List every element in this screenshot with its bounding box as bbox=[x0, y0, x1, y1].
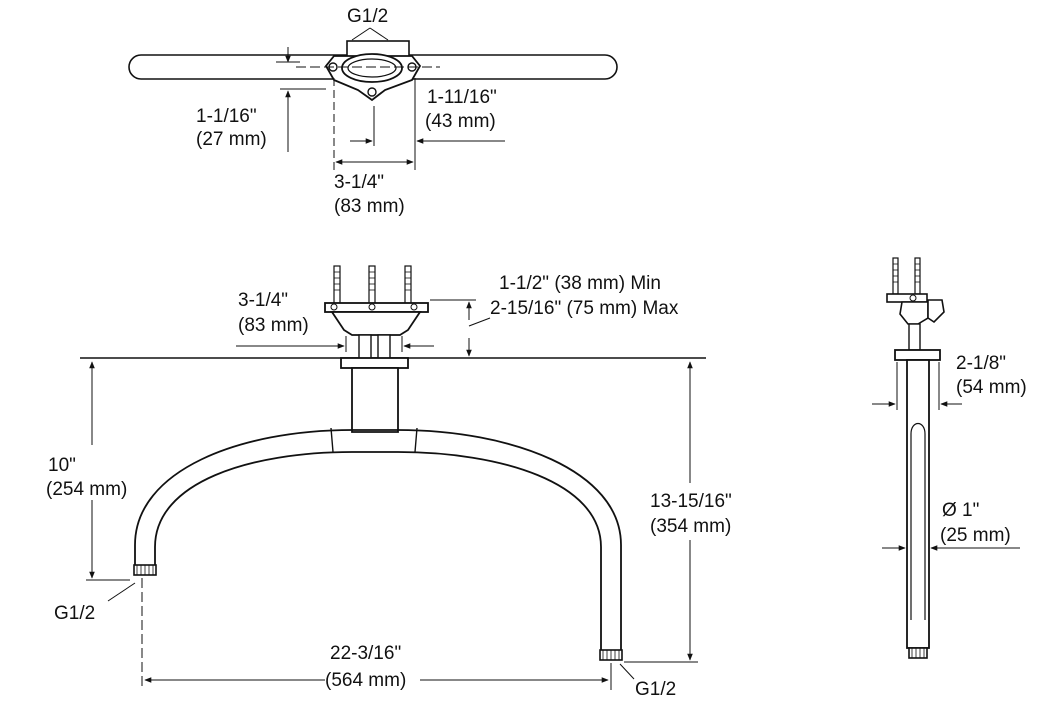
side-mounting-plate bbox=[886, 293, 928, 303]
drop-stem bbox=[351, 367, 399, 433]
side-bracket bbox=[899, 301, 929, 325]
front-base-mm: (83 mm) bbox=[238, 315, 309, 336]
side-thread-fitting bbox=[908, 647, 928, 659]
side-flange-mm: (54 mm) bbox=[956, 377, 1027, 398]
front-span-in: 22-3/16" bbox=[330, 643, 401, 664]
side-diameter-mm: (25 mm) bbox=[940, 525, 1011, 546]
front-drop-in: 10" bbox=[48, 455, 76, 476]
left-thread-label: G1/2 bbox=[54, 603, 95, 624]
ceiling-min-label: 1-1/2" (38 mm) Min bbox=[499, 273, 661, 294]
front-base-in: 3-1/4" bbox=[238, 290, 288, 311]
right-thread-label: G1/2 bbox=[635, 679, 676, 700]
front-drop-mm: (254 mm) bbox=[46, 479, 127, 500]
side-flange-in: 2-1/8" bbox=[956, 353, 1006, 374]
mounting-bolts bbox=[333, 265, 412, 305]
top-offset-in: 1-1/16" bbox=[196, 106, 257, 127]
ceiling-max-label: 2-15/16" (75 mm) Max bbox=[490, 298, 679, 319]
top-flange-mm: (43 mm) bbox=[425, 111, 496, 132]
side-pipe bbox=[906, 359, 930, 649]
top-width-in: 3-1/4" bbox=[334, 172, 384, 193]
arched-arm-outer bbox=[134, 429, 622, 650]
top-width-mm: (83 mm) bbox=[334, 196, 405, 217]
top-view-oval bbox=[341, 53, 403, 83]
front-view: 3-1/4" (83 mm) 1-1/2" (38 mm) Min 2-15/1… bbox=[46, 265, 732, 700]
side-diameter-in: Ø 1" bbox=[942, 500, 979, 521]
side-escutcheon bbox=[894, 349, 941, 361]
bracket-body bbox=[330, 311, 422, 336]
side-view: 2-1/8" (54 mm) Ø 1" (25 mm) bbox=[872, 257, 1027, 659]
escutcheon bbox=[340, 357, 409, 369]
front-height-mm: (354 mm) bbox=[650, 516, 731, 537]
top-thread-label: G1/2 bbox=[347, 6, 388, 27]
front-height-in: 13-15/16" bbox=[650, 491, 732, 512]
top-offset-mm: (27 mm) bbox=[196, 129, 267, 150]
front-span-mm: (564 mm) bbox=[325, 670, 406, 691]
arched-arm-inner bbox=[154, 451, 602, 650]
top-view: G1/2 1-1/16" (27 mm) 1-11/16" (43 mm) 3-… bbox=[128, 6, 618, 217]
top-flange-in: 1-11/16" bbox=[427, 87, 497, 108]
